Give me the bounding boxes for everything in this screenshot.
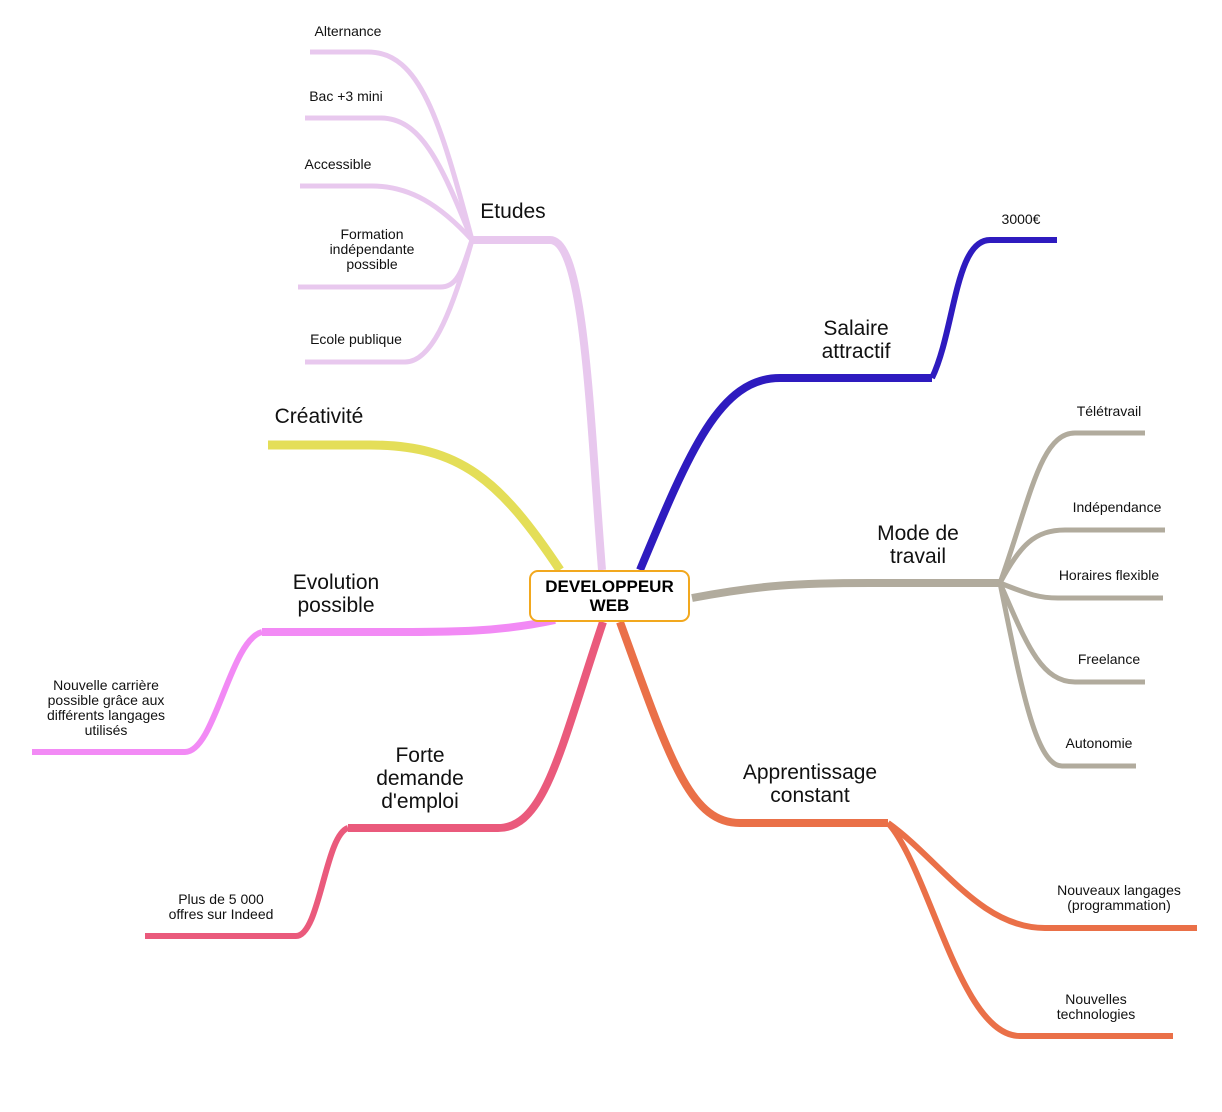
link-mode-autonomie (997, 582, 1136, 769)
leaf-nouveaux-langages[interactable]: Nouveaux langages (programmation) (1057, 882, 1181, 914)
link-etudes-ecole (305, 239, 475, 365)
link-etudes-bac (305, 115, 475, 241)
link-mode-horaires (999, 580, 1163, 601)
link-evolution-main (262, 616, 556, 636)
branch-salaire[interactable]: Salaire attractif (821, 317, 891, 364)
leaf-formation-independante[interactable]: Formation indépendante possible (329, 226, 415, 273)
leaf-bac-3-mini[interactable]: Bac +3 mini (309, 88, 383, 104)
leaf-accessible[interactable]: Accessible (304, 156, 372, 172)
leaf-alternance[interactable]: Alternance (314, 23, 382, 39)
link-etudes-alternance (310, 49, 475, 241)
link-forte-main (348, 620, 607, 832)
branch-forte-demande[interactable]: Forte demande d'emploi (376, 744, 464, 814)
leaf-nouvelles-technologies[interactable]: Nouvelles technologies (1056, 991, 1136, 1023)
leaf-ecole-publique[interactable]: Ecole publique (310, 331, 402, 347)
branch-mode-travail[interactable]: Mode de travail (877, 522, 959, 569)
link-forte-leaf (145, 825, 350, 939)
link-evolution-leaf (32, 629, 264, 755)
link-salaire-main (636, 374, 932, 572)
link-mode-independance (997, 527, 1165, 585)
link-apprentissage-main (616, 620, 888, 827)
leaf-offres-indeed[interactable]: Plus de 5 000 offres sur Indeed (168, 891, 274, 923)
link-apprentissage-techno (885, 821, 1173, 1039)
link-salaire-leaf (929, 237, 1057, 380)
leaf-nouvelle-carriere[interactable]: Nouvelle carrière possible grâce aux dif… (46, 677, 166, 739)
branch-evolution[interactable]: Evolution possible (292, 571, 380, 618)
leaf-teletravail[interactable]: Télétravail (1076, 403, 1142, 419)
leaf-horaires-flexible[interactable]: Horaires flexible (1058, 567, 1160, 583)
central-topic[interactable]: DEVELOPPEUR WEB (529, 570, 690, 622)
branch-creativite[interactable]: Créativité (274, 405, 364, 428)
branch-apprentissage[interactable]: Apprentissage constant (742, 761, 878, 808)
link-etudes-accessible (300, 183, 474, 242)
link-mode-teletravail (997, 430, 1145, 584)
link-apprentissage-langages (886, 820, 1197, 931)
leaf-independance[interactable]: Indépendance (1072, 499, 1162, 515)
link-mode-freelance (997, 581, 1145, 685)
leaf-3000[interactable]: 3000€ (1001, 211, 1041, 227)
leaf-freelance[interactable]: Freelance (1077, 651, 1141, 667)
link-mode-main (691, 579, 1000, 602)
branch-etudes[interactable]: Etudes (480, 200, 546, 223)
link-creativite-main (268, 440, 564, 573)
link-etudes-main (472, 236, 606, 571)
leaf-autonomie[interactable]: Autonomie (1065, 735, 1133, 751)
